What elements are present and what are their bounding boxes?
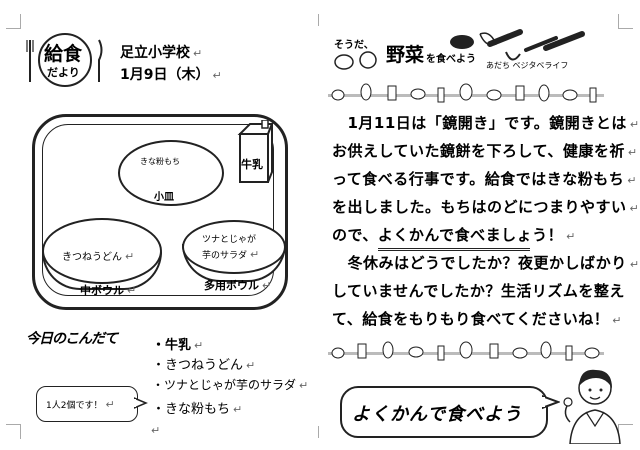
article-line-2: お供えしていた鏡餅を下ろして、健康を祈↵ xyxy=(332,142,638,160)
article-line-7: していませんでしたか？生活リズムを整え xyxy=(332,282,625,300)
menu-item-salad: ・ツナとじゃが芋のサラダ↵ xyxy=(152,378,309,392)
slogan-tail xyxy=(542,394,560,410)
multi-bowl-dish-2: 芋のサラダ↵ xyxy=(202,248,260,261)
vegetable-icons xyxy=(334,29,585,70)
article-line-5: ので、よくかんで食べましょう！↵ xyxy=(332,226,576,244)
lunch-tray-inner xyxy=(42,124,274,296)
article-line-8: て、給食をもりもり食べてくださいね！↵ xyxy=(332,310,622,328)
today-menu-title: 今日のこんだて xyxy=(26,331,118,347)
article-line-3: って食べる行事です。給食ではきな粉もち↵ xyxy=(332,170,637,188)
dietitian-character-icon xyxy=(563,369,621,444)
lunch-tray xyxy=(32,114,288,310)
fork-knife-plate-icon xyxy=(26,33,103,87)
kyushoku-dayori-logo: 給食 だより xyxy=(24,30,106,92)
article-line-6: 冬休みはどうでしたか？夜更かしばかり↵ xyxy=(332,254,640,272)
medium-bowl-label: 中ボウル↵ xyxy=(80,284,137,297)
count-bubble xyxy=(36,386,138,422)
school-name: 足立小学校↵ xyxy=(120,45,203,61)
small-plate-label: 小皿 xyxy=(154,192,174,203)
menu-item-udon: ・きつねうどん↵ xyxy=(152,358,256,373)
banner-suffix: を食べよう xyxy=(426,54,476,65)
banner-main: 野菜 xyxy=(386,44,425,66)
banner-sub: あだち ベジタベライフ xyxy=(486,61,569,70)
banner-prefix: そうだ、 xyxy=(334,40,374,51)
center-mark-top xyxy=(318,14,319,26)
milk-carton-icon xyxy=(237,120,274,183)
crop-mark-tr xyxy=(618,14,633,29)
issue-date: 1月9日（木）↵ xyxy=(120,67,222,83)
crop-mark-tl xyxy=(6,14,21,29)
milk-label: 牛乳 xyxy=(241,158,263,171)
chew-underline xyxy=(378,246,530,251)
vegetable-border-bottom xyxy=(328,341,604,361)
article-line-4: を出しました。もちはのどにつまりやすい↵ xyxy=(332,198,640,216)
slogan-text: よくかんで食べよう xyxy=(352,404,523,425)
bubble-tail xyxy=(134,397,148,409)
paragraph-mark: ↵ xyxy=(151,424,161,437)
multi-bowl-dish-1: ツナとじゃが xyxy=(202,235,257,245)
crop-mark-bl xyxy=(6,424,21,439)
article-line-1: 1月11日は「鏡開き」です。鏡開きとは↵ xyxy=(332,114,640,132)
multi-bowl-label: 多用ボウル↵ xyxy=(204,279,272,292)
center-mark-bottom xyxy=(318,426,319,438)
medium-bowl-dish: きつねうどん↵ xyxy=(62,250,135,263)
logo-top-text: 給食 xyxy=(44,43,83,65)
medium-bowl-rim xyxy=(42,218,162,284)
vegetable-border-top xyxy=(328,83,604,103)
logo-bottom-text: だより xyxy=(47,66,80,79)
small-plate-dish: きな粉もち xyxy=(140,157,180,166)
menu-item-milk: ・牛乳↵ xyxy=(152,338,204,353)
small-plate xyxy=(118,140,224,206)
count-bubble-text: 1人2個です！↵ xyxy=(46,398,115,411)
slogan-box xyxy=(340,386,548,438)
menu-item-mochi: ・きな粉もち↵ xyxy=(152,402,243,417)
multi-bowl-rim xyxy=(182,220,286,274)
